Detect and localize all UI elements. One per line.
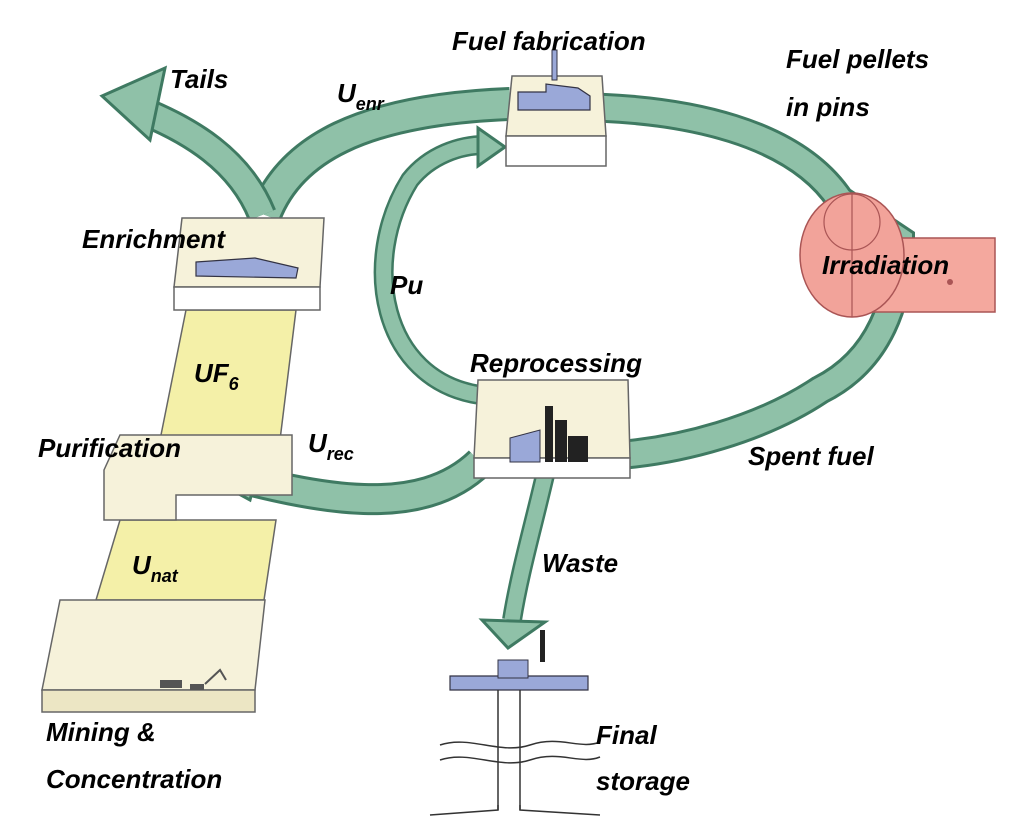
label-spent-fuel: Spent fuel bbox=[748, 441, 874, 471]
enrichment-building-icon bbox=[195, 257, 299, 279]
label-purification: Purification bbox=[38, 433, 182, 463]
label-u-enr: Uenr bbox=[337, 78, 384, 114]
label-final-storage-line1: Final bbox=[596, 720, 657, 750]
label-pu: Pu bbox=[390, 270, 424, 300]
label-fuel-fabrication: Fuel fabrication bbox=[452, 26, 646, 56]
tails-arrow-fill bbox=[135, 98, 274, 220]
unat-strip bbox=[94, 519, 277, 601]
tails-arrowhead bbox=[99, 65, 168, 143]
fabrication-building-icon bbox=[517, 49, 591, 111]
label-fuel-pellets-line2: in pins bbox=[786, 92, 870, 122]
reactor-icon bbox=[799, 192, 996, 318]
mining-block-top bbox=[41, 599, 266, 691]
label-tails: Tails bbox=[170, 64, 229, 94]
pu-arrowhead bbox=[476, 125, 508, 169]
final-storage-icon bbox=[429, 630, 601, 816]
uenr-arrow-fill bbox=[251, 90, 511, 221]
label-final-storage-line2: storage bbox=[596, 766, 690, 796]
waste-arrow-fill bbox=[504, 460, 556, 622]
enrichment-block-front bbox=[173, 286, 321, 311]
label-mining-line2: Concentration bbox=[46, 764, 223, 794]
waste-arrowhead bbox=[478, 618, 550, 650]
mining-block-front bbox=[41, 689, 256, 713]
pu-arrow-fill bbox=[376, 137, 486, 403]
label-uf6: UF6 bbox=[194, 358, 239, 394]
label-irradiation: Irradiation bbox=[822, 250, 950, 280]
fabrication-block-front bbox=[505, 135, 607, 167]
label-reprocessing: Reprocessing bbox=[470, 348, 642, 378]
label-u-nat: Unat bbox=[132, 550, 178, 586]
label-waste: Waste bbox=[542, 548, 619, 578]
label-u-rec: Urec bbox=[308, 428, 354, 464]
excavator-icon bbox=[160, 668, 227, 690]
label-enrichment: Enrichment bbox=[82, 224, 226, 254]
label-mining-line1: Mining & bbox=[46, 717, 156, 747]
purification-block bbox=[103, 434, 293, 521]
reprocessing-building-icon bbox=[509, 406, 588, 463]
label-fuel-pellets-line1: Fuel pellets bbox=[786, 44, 930, 74]
